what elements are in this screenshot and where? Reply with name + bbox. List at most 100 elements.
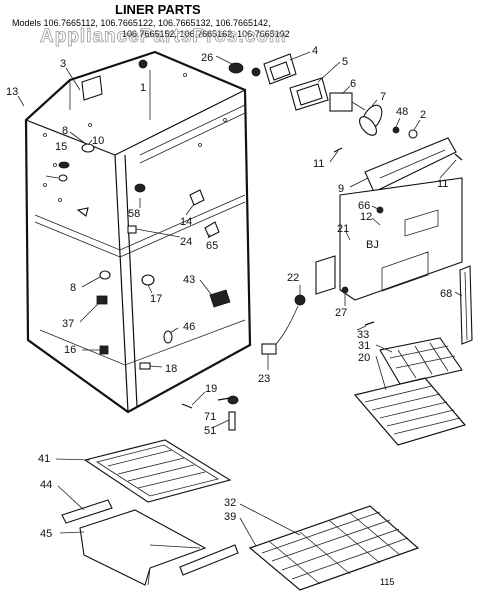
watermark: AppliancePartsPros.com <box>40 26 287 47</box>
ice-tray-divider <box>395 355 456 369</box>
leader-14 <box>185 203 195 216</box>
leader-46 <box>169 327 179 334</box>
part-27-screw <box>341 286 349 294</box>
part-26-clip <box>228 62 244 74</box>
screw-hole <box>183 73 187 77</box>
label-8-lower: 8 <box>70 282 76 294</box>
label-10: 10 <box>92 135 104 147</box>
part-18-rail-end <box>139 362 151 370</box>
part-37-clip <box>96 295 108 305</box>
label-31: 31 <box>358 340 370 352</box>
part-66-screw <box>376 206 384 214</box>
leader-48 <box>395 117 401 128</box>
label-44: 44 <box>40 479 52 491</box>
part-23-switch <box>261 343 277 355</box>
fan-assembly-parts <box>228 53 463 193</box>
screw-hole <box>43 133 47 137</box>
leader-11 <box>329 150 339 163</box>
divider-rail-2 <box>139 112 246 164</box>
leader-66 <box>371 205 379 210</box>
crisper-pan-edge <box>147 567 151 586</box>
part-1-clip <box>138 59 148 69</box>
label-8-upper: 8 <box>62 125 68 137</box>
leader-20 <box>375 355 387 391</box>
wire-rod <box>329 520 381 564</box>
label-15: 15 <box>55 141 67 153</box>
part-44-slide-left <box>61 499 113 524</box>
part-4-fastener <box>251 67 261 77</box>
part-hole-plug <box>76 207 89 217</box>
label-6: 6 <box>350 78 356 90</box>
part-41-crisper-cover <box>83 439 232 503</box>
leader-13 <box>17 95 25 107</box>
diagram-title: LINER PARTS <box>115 2 201 17</box>
label-68: 68 <box>440 288 452 300</box>
part-11-screw <box>333 147 343 153</box>
cover-rib <box>117 457 185 475</box>
label-18: 18 <box>165 363 177 375</box>
leader-24 <box>135 228 181 238</box>
leader-10 <box>87 139 93 146</box>
leader-9 <box>349 177 369 188</box>
wire-rod <box>271 519 391 562</box>
leader-4 <box>289 51 311 61</box>
part-19-screw <box>181 403 193 409</box>
cover-rib <box>127 464 195 482</box>
label-13: 13 <box>6 86 18 98</box>
liner-cabinet <box>24 50 252 414</box>
part-48-nut <box>392 126 400 134</box>
screw-hole <box>88 123 92 127</box>
label-51: 51 <box>204 425 216 437</box>
part-24-pad <box>127 225 137 234</box>
leader-5 <box>317 61 341 83</box>
label-24: 24 <box>180 236 192 248</box>
leader-2 <box>413 119 421 131</box>
label-16: 16 <box>64 344 76 356</box>
label-43: 43 <box>183 274 195 286</box>
leader-71 <box>217 397 231 401</box>
wire-rod <box>299 531 351 575</box>
label-14: 14 <box>180 216 192 228</box>
label-26: 26 <box>201 52 213 64</box>
leader-39 <box>239 517 257 547</box>
divider-rail <box>139 104 246 156</box>
shelf-wire <box>364 385 433 403</box>
part-5-gasket-inner <box>296 83 323 106</box>
cover-rib <box>107 449 173 467</box>
part-58-grommet <box>134 183 146 193</box>
shelf-wire <box>386 409 455 427</box>
leader-51 <box>211 419 230 429</box>
shelf-wire <box>379 401 448 419</box>
label-41: 41 <box>38 453 50 465</box>
liner-outline <box>24 50 252 414</box>
screw-hole <box>223 118 227 122</box>
label-45: 45 <box>40 528 52 540</box>
fan-shaft <box>351 101 366 111</box>
cover-rib <box>137 471 206 489</box>
wire-shelf <box>248 505 420 591</box>
part-10-fastener <box>81 143 95 153</box>
floor-ledge <box>39 319 246 366</box>
part-33-screw <box>364 321 375 326</box>
leader-19 <box>191 391 206 406</box>
liner-front-post-inner <box>124 154 138 408</box>
label-48: 48 <box>396 106 408 118</box>
label-71: 71 <box>204 411 216 423</box>
wire-rod <box>291 537 409 580</box>
leader-17 <box>147 284 153 294</box>
label-11-left: 11 <box>313 158 324 170</box>
leader-33 <box>356 325 367 331</box>
part-44-slide-right <box>179 544 239 576</box>
leader-11-right <box>439 159 457 179</box>
screw-hole <box>43 183 47 187</box>
leader-8 <box>69 131 87 145</box>
shelf-wire <box>393 417 461 435</box>
screw-hole <box>198 143 202 147</box>
liner-rear-top-edge <box>114 89 246 156</box>
wire-rod <box>269 541 321 585</box>
leader-41 <box>55 458 91 461</box>
part-4-grille-inner <box>269 61 291 81</box>
wire-rod <box>281 528 400 571</box>
